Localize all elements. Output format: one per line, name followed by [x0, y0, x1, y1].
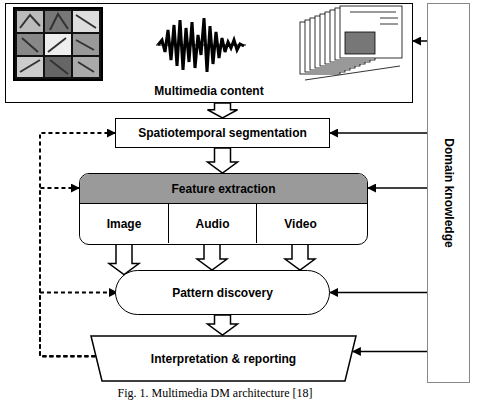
feature-cell: Image: [80, 204, 168, 243]
block-arrow: [208, 103, 238, 118]
node-label: Multimedia content: [154, 84, 263, 98]
feature-cell: Video: [256, 204, 344, 243]
block-arrow: [208, 148, 238, 173]
knowledge-arrow: [330, 292, 427, 294]
block-arrow: [285, 243, 315, 270]
audio-waveform: [156, 18, 246, 72]
block-arrow: [197, 243, 227, 270]
node-label: Image: [107, 217, 142, 231]
node-label: Spatiotemporal segmentation: [138, 126, 307, 140]
content-box: Multimedia content: [5, 3, 413, 103]
node-label: Pattern discovery: [172, 286, 273, 300]
node-label: Audio: [196, 217, 230, 231]
process-box: Spatiotemporal segmentation: [115, 118, 330, 148]
block-arrow: [208, 315, 238, 335]
trapezoid-box: Interpretation & reporting: [90, 335, 357, 382]
feature-box: Feature extractionImage Audio Video: [79, 173, 368, 245]
video-frames: [300, 6, 402, 80]
trapezoid-shape: [91, 336, 356, 381]
node-label: Video: [284, 217, 316, 231]
figure-caption: Fig. 1. Multimedia DM architecture [18]: [118, 386, 313, 401]
node-label: Feature extraction: [80, 174, 367, 204]
knowledge-arrow: [413, 40, 427, 42]
knowledge-arrow: [353, 351, 427, 353]
node-label: Interpretation & reporting: [151, 352, 296, 366]
feature-cell: Audio: [168, 204, 256, 243]
knowledge-arrow: [368, 187, 427, 189]
node-label: Domain knowledge: [442, 138, 456, 247]
pattern-pill: Pattern discovery: [115, 270, 330, 315]
knowledge-arrow: [330, 132, 427, 134]
side-bar: Domain knowledge: [427, 3, 470, 383]
photo-grid: [14, 8, 102, 80]
